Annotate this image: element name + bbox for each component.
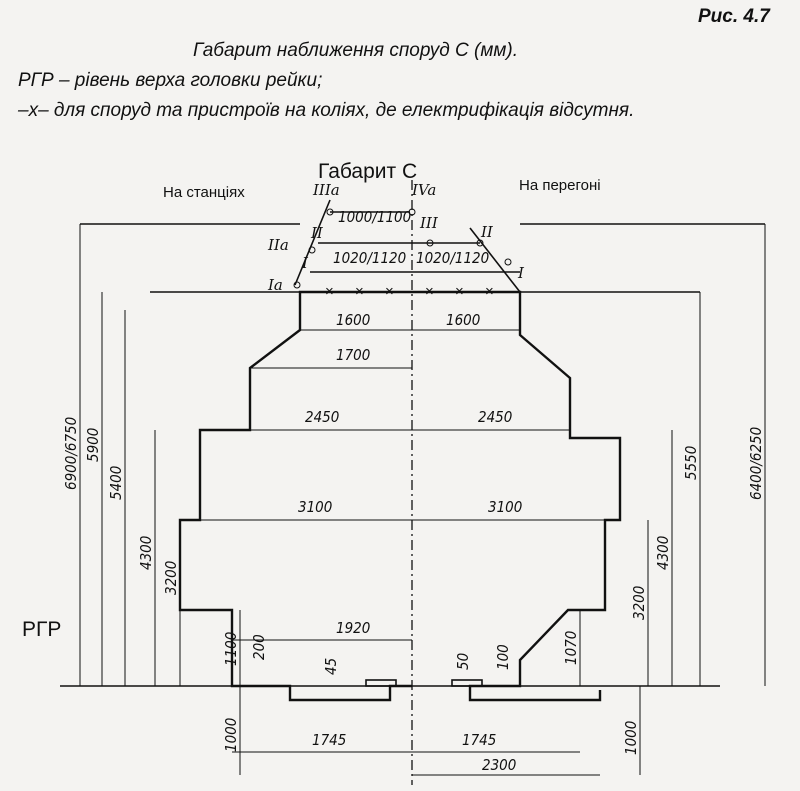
dim-label-5550: 5550 (682, 446, 700, 480)
dim-label-45: 45 (322, 658, 340, 675)
svg-text:×: × (325, 283, 334, 300)
dim-label-5900: 5900 (84, 428, 102, 462)
dim-label-1600-left: 1600 (336, 311, 370, 329)
dim-label-1000-left: 1000 (222, 718, 240, 752)
gauge-contour-right (412, 290, 622, 702)
note-x-marker: –х– для споруд та пристроїв на коліях, д… (18, 100, 635, 121)
gauge-contour-left (178, 290, 412, 702)
x-markers: × × × × × × (325, 283, 494, 300)
dim-label-1745-right: 1745 (462, 731, 496, 749)
roman-II-left: II (310, 224, 324, 242)
dim-label-1020-1120-left: 1020/1120 (333, 249, 406, 267)
dim-label-5400: 5400 (107, 466, 125, 500)
dim-label-6400-6250: 6400/6250 (747, 427, 765, 500)
dim-label-4300-left: 4300 (137, 536, 155, 570)
roman-I-left: I (301, 254, 309, 272)
dim-label-1920: 1920 (336, 619, 370, 637)
rail-left (365, 679, 397, 687)
roman-IVa: IVa (411, 181, 436, 199)
roman-Ia: Ia (267, 276, 283, 294)
slope-left (294, 199, 331, 286)
dim-label-4300-right: 4300 (654, 536, 672, 570)
svg-text:×: × (455, 283, 464, 300)
right-section-label: На перегоні (519, 177, 601, 194)
note-rail-level: РГР – рівень верха головки рейки; (18, 70, 323, 91)
figure-title: Габарит наближення споруд С (мм). (193, 40, 519, 61)
svg-text:×: × (355, 283, 364, 300)
dim-label-1100: 1100 (222, 632, 240, 666)
dim-label-3200-right: 3200 (630, 586, 648, 620)
svg-text:×: × (425, 283, 434, 300)
dim-label-1700: 1700 (336, 346, 370, 364)
slope-right (469, 227, 521, 293)
dim-label-2300: 2300 (482, 756, 516, 774)
roman-IIa: IIa (267, 236, 289, 254)
dim-label-1020-1120-right: 1020/1120 (416, 249, 489, 267)
dim-label-1745-left: 1745 (312, 731, 346, 749)
roman-II-right: II (480, 223, 494, 241)
dim-label-2450-left: 2450 (305, 408, 339, 426)
dim-label-3100-right: 3100 (488, 498, 522, 516)
dim-label-1000-1100: 1000/1100 (338, 208, 411, 226)
roman-III: III (419, 214, 439, 232)
dim-label-1600-right: 1600 (446, 311, 480, 329)
roman-IIIa: IIIa (312, 181, 340, 199)
svg-text:×: × (385, 283, 394, 300)
dim-label-100: 100 (494, 644, 512, 670)
dim-label-50: 50 (454, 653, 472, 670)
dim-label-200: 200 (250, 634, 268, 660)
rail-right (451, 679, 483, 687)
dim-label-6900-6750: 6900/6750 (62, 417, 80, 490)
figure-number: Рис. 4.7 (698, 6, 770, 27)
rail-level-label: РГР (22, 618, 61, 641)
dim-label-1000-right: 1000 (622, 721, 640, 755)
dim-label-3100-left: 3100 (298, 498, 332, 516)
vertical-dimension-labels: 6900/6750 5900 5400 4300 3200 1100 200 4… (62, 417, 765, 755)
svg-text:×: × (485, 283, 494, 300)
measure-points (293, 208, 512, 289)
left-section-label: На станціях (163, 184, 245, 201)
dim-label-3200-left: 3200 (162, 561, 180, 595)
roman-I-right: I (517, 264, 525, 282)
main-label: Габарит С (318, 160, 417, 183)
dim-label-1070: 1070 (562, 631, 580, 665)
dim-label-2450-right: 2450 (478, 408, 512, 426)
